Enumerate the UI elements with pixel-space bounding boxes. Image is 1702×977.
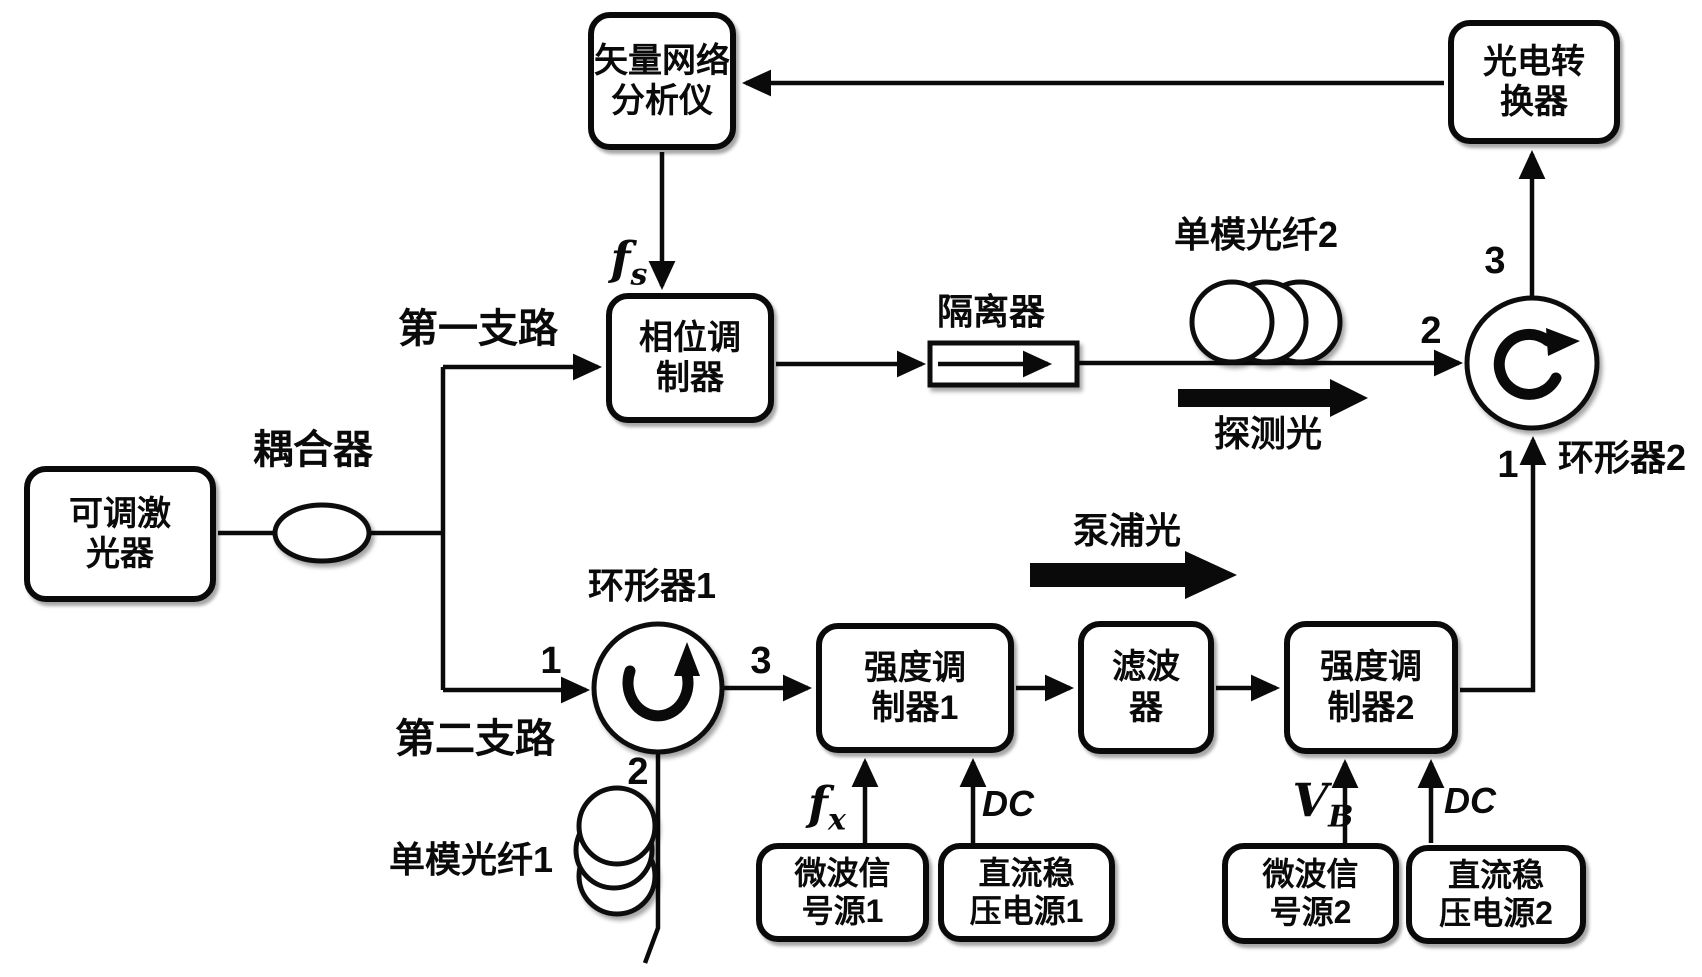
pump-light-arrow (1030, 551, 1237, 599)
box-tunable-laser: 可调激 光器 (24, 466, 216, 602)
fs-signal-label: fs (611, 236, 648, 291)
link-intensity-modulator2-to-circulator2 (1460, 435, 1547, 693)
vb-sub: B (1328, 799, 1354, 835)
fiber-coil-2 (1189, 279, 1343, 365)
branch1-label: 第一支路 (398, 307, 558, 351)
circulator2-label: 环形器2 (1557, 437, 1687, 478)
fx-signal-label: fx (808, 781, 846, 836)
box-phase-modulator: 相位调 制器 (606, 293, 774, 423)
dc2-signal-label: DC (1444, 780, 1496, 821)
box-photoelectric-converter: 光电转 换器 (1448, 20, 1620, 144)
circulator1-port1-label: 1 (540, 640, 562, 682)
circulator1-symbol (591, 621, 725, 755)
fiber1-label: 单模光纤1 (388, 839, 554, 880)
box-dc-supply-2: 直流稳 压电源2 (1406, 845, 1586, 944)
box-vector-network-analyzer: 矢量网络 分析仪 (588, 12, 736, 150)
probe-light-label: 探测光 (1213, 413, 1323, 454)
circulator1-rotation-arrow (622, 665, 694, 722)
box-microwave-source-2: 微波信 号源2 (1222, 843, 1399, 944)
box-microwave-source-1: 微波信 号源1 (756, 843, 929, 942)
box-filter: 滤波 器 (1078, 621, 1214, 754)
probe-light-arrow (1178, 379, 1368, 417)
circulator1-arrowhead (674, 642, 700, 676)
circulator2-port2-label: 2 (1420, 310, 1442, 352)
box-intensity-modulator-1: 强度调 制器1 (816, 623, 1014, 753)
isolator-label: 隔离器 (936, 291, 1046, 332)
fs-base: f (610, 231, 631, 286)
pump-light-label: 泵浦光 (1072, 510, 1182, 551)
fs-sub: s (630, 257, 648, 293)
fx-base: f (808, 776, 828, 831)
vb-base: V (1292, 773, 1329, 828)
fiber2-label: 单模光纤2 (1173, 214, 1339, 255)
link-circulator1-port2-fiber1 (642, 752, 661, 964)
box-dc-supply-1: 直流稳 压电源1 (938, 843, 1115, 942)
circulator2-rotation-arrow (1493, 328, 1562, 400)
fx-sub: x (827, 802, 846, 838)
branch2-label: 第二支路 (395, 717, 555, 761)
circulator1-port2-label: 2 (627, 751, 649, 793)
coupler-label: 耦合器 (253, 428, 373, 472)
circulator1-port3-label: 3 (750, 640, 772, 682)
circulator2-port1-label: 1 (1497, 444, 1519, 486)
dc1-signal-label: DC (982, 783, 1034, 824)
box-intensity-modulator-2: 强度调 制器2 (1284, 621, 1458, 754)
circulator1-label: 环形器1 (587, 565, 717, 606)
circulator2-arrowhead (1546, 328, 1580, 356)
circulator2-port3-label: 3 (1484, 240, 1506, 282)
coupler-symbol (272, 502, 372, 564)
circulator2-symbol (1464, 295, 1600, 431)
fiber-coil-1 (573, 785, 658, 917)
vb-signal-label: VB (1292, 778, 1353, 833)
